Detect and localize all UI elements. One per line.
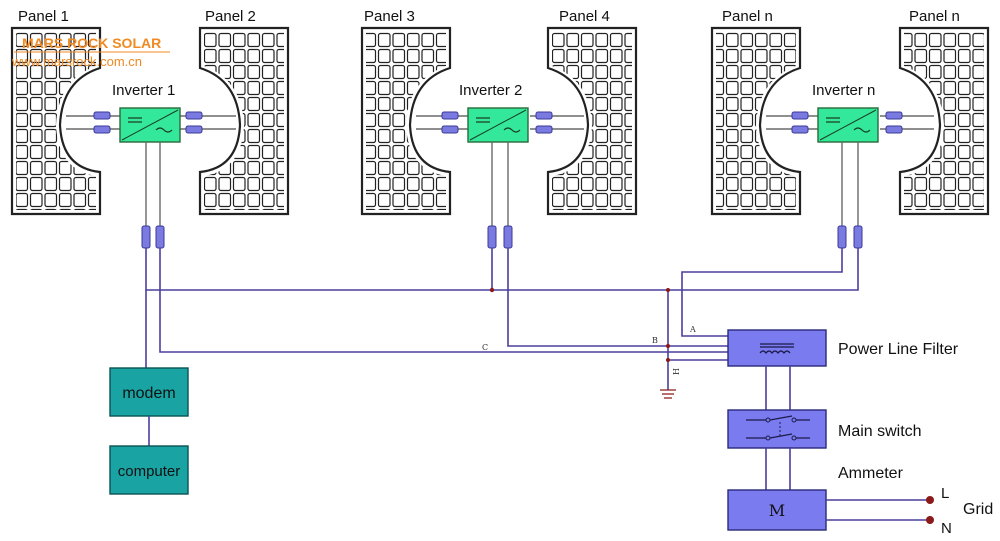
- grid-n-label: N: [941, 520, 952, 537]
- power-line-filter: Power Line Filter: [727, 329, 959, 367]
- computer-label: computer: [118, 463, 181, 480]
- node-b-label: B: [652, 336, 658, 345]
- inverter-1-label: Inverter 1: [112, 82, 175, 99]
- watermark: MARS ROCK SOLAR www.marsrock.com.cn: [11, 35, 170, 69]
- filter-to-switch: [765, 366, 791, 410]
- ac-bus-wiring: [145, 248, 859, 399]
- ammeter: Ammeter M: [727, 465, 904, 531]
- inverter-1: Inverter 1: [66, 82, 236, 143]
- main-switch: Main switch: [727, 409, 922, 449]
- watermark-url: www.marsrock.com.cn: [11, 54, 142, 69]
- solar-panel-n-left: [710, 26, 802, 216]
- ammeter-label: Ammeter: [838, 465, 904, 482]
- panel-3-label: Panel 3: [364, 8, 415, 25]
- solar-panel-3: [360, 26, 452, 216]
- solar-panel-1: [10, 26, 102, 216]
- inverter-n: Inverter n: [766, 82, 934, 143]
- inverter-2-label: Inverter 2: [459, 82, 522, 99]
- panel-n-left-label: Panel n: [722, 8, 773, 25]
- ammeter-symbol: M: [769, 501, 785, 520]
- node-h-label: H: [672, 368, 681, 375]
- computer: computer: [109, 445, 189, 495]
- panel-1-label: Panel 1: [18, 8, 69, 25]
- modem-label: modem: [122, 385, 175, 402]
- solar-panel-4: [546, 26, 638, 216]
- grid-label: Grid: [963, 501, 993, 518]
- grid-connection: L N Grid: [826, 485, 993, 537]
- switch-to-ammeter: [765, 448, 791, 490]
- panel-2-label: Panel 2: [205, 8, 256, 25]
- panel-4-label: Panel 4: [559, 8, 610, 25]
- grid-l-label: L: [941, 485, 949, 502]
- panel-n-right-label: Panel n: [909, 8, 960, 25]
- node-a-label: A: [689, 325, 696, 334]
- watermark-brand: MARS ROCK SOLAR: [22, 35, 161, 51]
- main-switch-label: Main switch: [838, 423, 922, 440]
- solar-panel-n-right: [898, 26, 990, 216]
- inverter-n-label: Inverter n: [812, 82, 875, 99]
- modem: modem: [109, 367, 189, 417]
- solar-panel-2: [198, 26, 290, 216]
- grid-terminal-n: [926, 516, 934, 524]
- inverter-2: Inverter 2: [416, 82, 584, 143]
- node-c-label: C: [482, 343, 488, 352]
- grid-terminal-l: [926, 496, 934, 504]
- power-line-filter-label: Power Line Filter: [838, 341, 959, 358]
